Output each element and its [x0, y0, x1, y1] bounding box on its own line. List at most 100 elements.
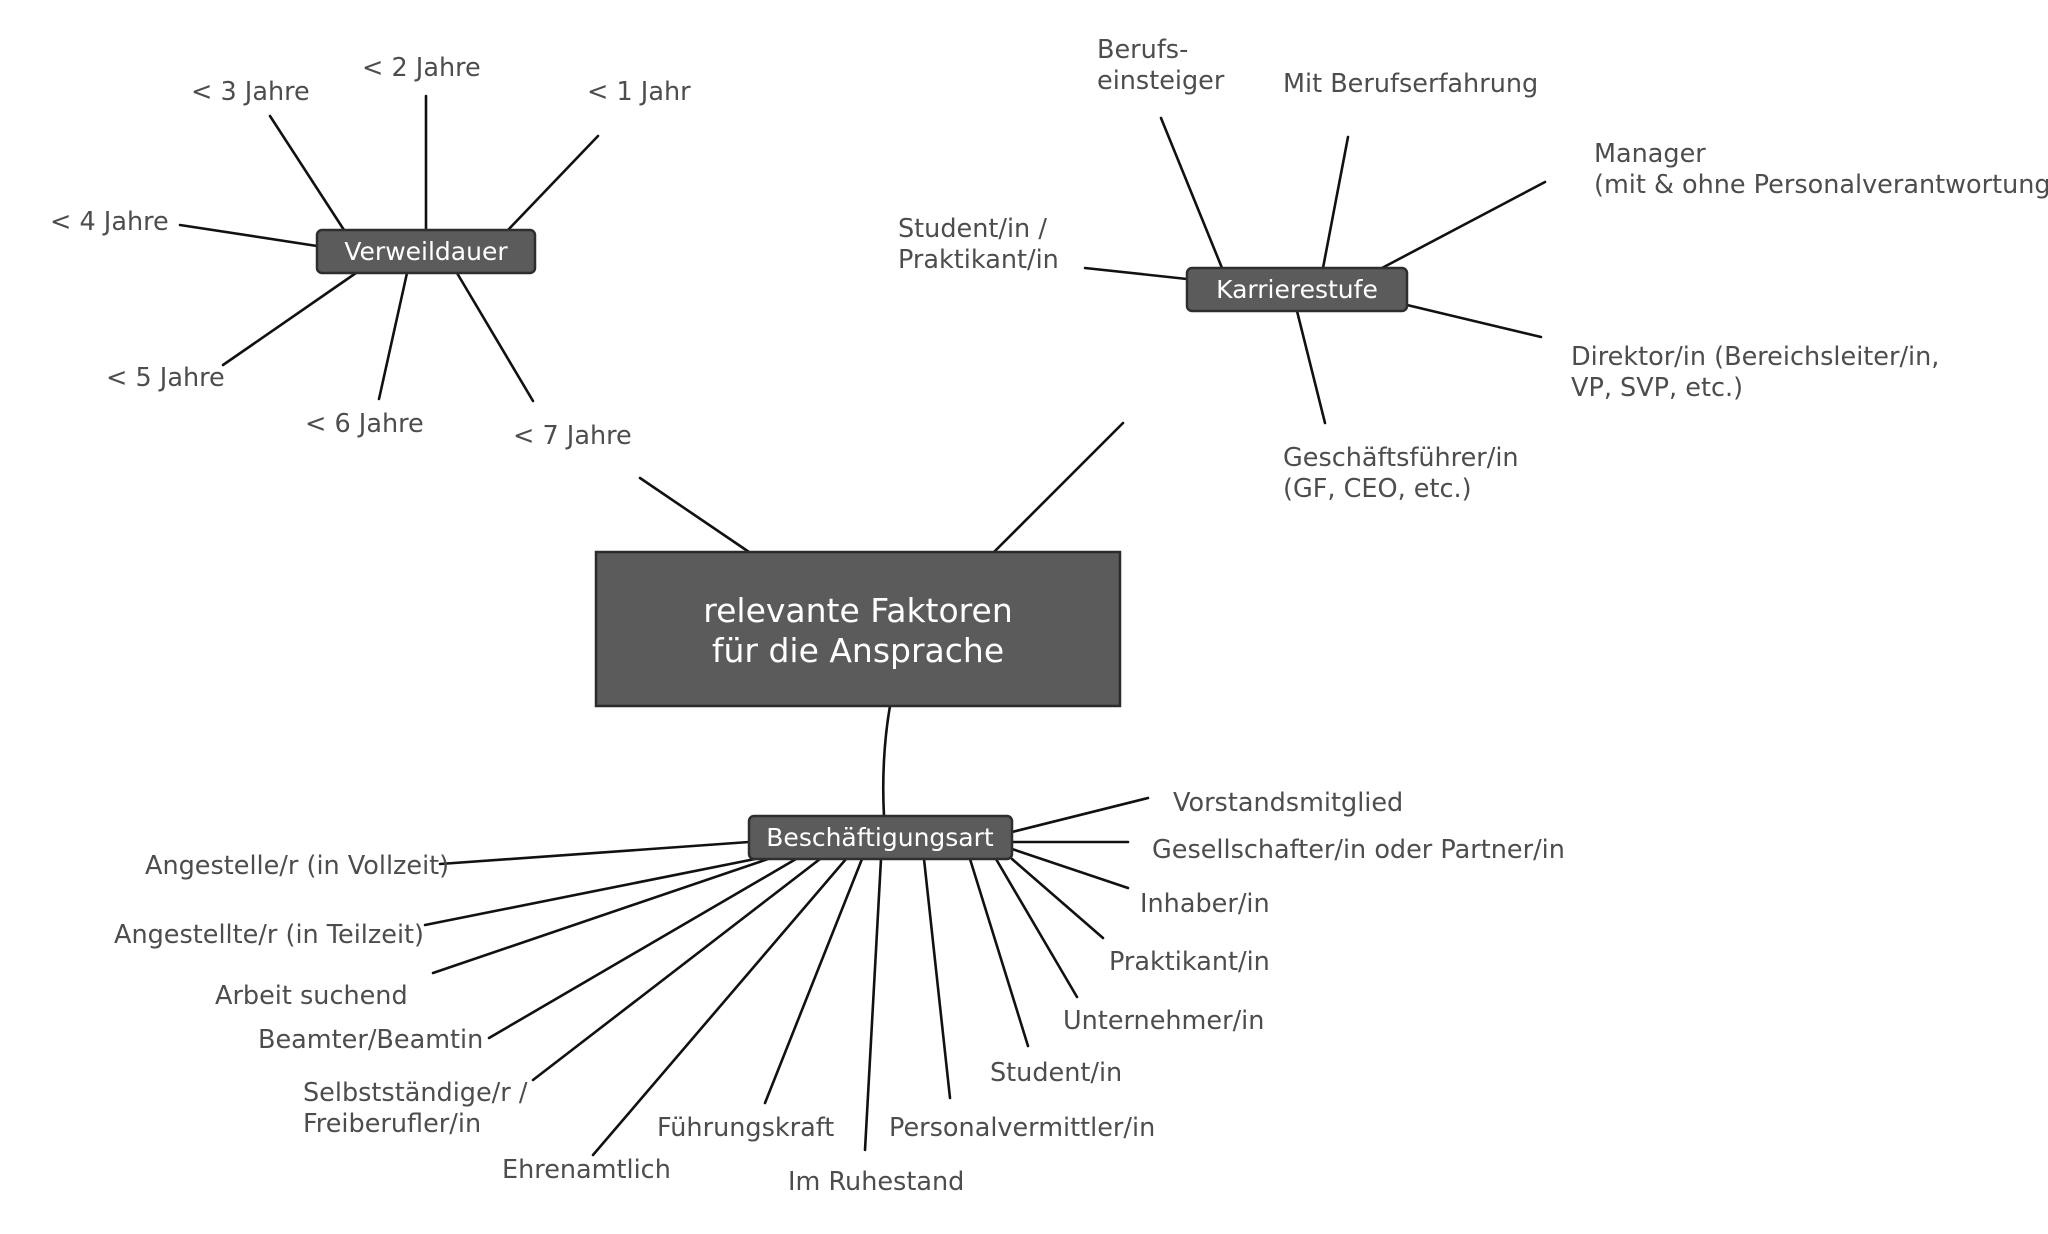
node-verweildauer-label: Verweildauer [344, 237, 508, 266]
leaf-verweildauer-2-line1: < 2 Jahre [362, 53, 481, 83]
leaf-beschaeftigungsart-2-line1: Angestellte/r (in Teilzeit) [114, 920, 424, 950]
leaf-karrierestufe-5-line1: Direktor/in (Bereichsleiter/in, [1571, 342, 1939, 372]
leaf-beschaeftigungsart-12-line1: Praktikant/in [1109, 947, 1270, 977]
connector-karrierestufe-3 [1380, 180, 1547, 270]
connector-beschaeftigungsart-6 [591, 857, 848, 1157]
leaf-karrierestufe-5-line2: VP, SVP, etc.) [1571, 373, 1743, 403]
center-label-line2: für die Ansprache [712, 631, 1004, 670]
leaf-verweildauer-1-line1: < 1 Jahr [587, 77, 691, 107]
connector-verweildauer-4 [178, 223, 319, 248]
leaf-verweildauer-5: < 5 Jahre [106, 363, 225, 393]
leaf-beschaeftigungsart-10-line1: Student/in [990, 1058, 1122, 1088]
connector-beschaeftigungsart-1 [438, 840, 751, 866]
leaf-beschaeftigungsart-11: Unternehmer/in [1063, 1006, 1264, 1036]
connector-karrierestufe-1 [1159, 116, 1224, 270]
branch-center-to-karrierestufe [992, 421, 1125, 554]
leaf-beschaeftigungsart-6-line1: Ehrenamtlich [502, 1155, 671, 1185]
leaf-karrierestufe-4-line2: Praktikant/in [898, 245, 1059, 275]
connector-beschaeftigungsart-15 [1010, 796, 1150, 834]
leaf-beschaeftigungsart-1-line1: Angestelle/r (in Vollzeit) [145, 851, 449, 881]
leaf-beschaeftigungsart-15-line1: Vorstandsmitglied [1173, 788, 1403, 818]
center-label-line1: relevante Faktoren [703, 591, 1013, 630]
leaf-karrierestufe-5: Direktor/in (Bereichsleiter/in,VP, SVP, … [1571, 342, 1939, 403]
connector-verweildauer-7 [455, 271, 535, 403]
leaf-beschaeftigungsart-5: Selbstständige/r /Freiberufler/in [303, 1078, 528, 1139]
leaf-beschaeftigungsart-5-line2: Freiberufler/in [303, 1109, 481, 1139]
leaf-beschaeftigungsart-14-line1: Gesellschafter/in oder Partner/in [1152, 835, 1565, 865]
node-karrierestufe: Karrierestufe [1185, 266, 1409, 313]
leaf-beschaeftigungsart-4-line1: Beamter/Beamtin [258, 1025, 483, 1055]
leaf-verweildauer-2: < 2 Jahre [362, 53, 481, 83]
leaf-karrierestufe-1: Berufs-einsteiger [1097, 35, 1225, 96]
branch-center-to-beschaeftigungsart [881, 704, 892, 818]
leaf-karrierestufe-6-line1: Geschäftsführer/in [1283, 443, 1519, 473]
leaf-verweildauer-5-line1: < 5 Jahre [106, 363, 225, 393]
connector-beschaeftigungsart-10 [968, 857, 1030, 1048]
leaf-karrierestufe-2: Mit Berufserfahrung [1283, 69, 1538, 99]
leaf-beschaeftigungsart-8-line1: Im Ruhestand [788, 1167, 964, 1197]
connector-beschaeftigungsart-11 [994, 857, 1079, 999]
leaf-beschaeftigungsart-3: Arbeit suchend [215, 981, 408, 1011]
leaf-beschaeftigungsart-11-line1: Unternehmer/in [1063, 1006, 1264, 1036]
leaf-karrierestufe-6: Geschäftsführer/in(GF, CEO, etc.) [1283, 443, 1519, 504]
leaf-verweildauer-1: < 1 Jahr [587, 77, 691, 107]
leaf-verweildauer-4-line1: < 4 Jahre [50, 207, 169, 237]
node-beschaeftigungsart-label: Beschäftigungsart [766, 823, 994, 852]
center-node: relevante Faktoren für die Ansprache [594, 550, 1122, 708]
leaf-beschaeftigungsart-7: Führungskraft [657, 1113, 834, 1143]
leaf-karrierestufe-4-line1: Student/in / [898, 214, 1047, 244]
leaf-verweildauer-7: < 7 Jahre [513, 421, 632, 451]
leaf-beschaeftigungsart-2: Angestellte/r (in Teilzeit) [114, 920, 424, 950]
leaf-karrierestufe-4: Student/in /Praktikant/in [898, 214, 1059, 275]
connector-beschaeftigungsart-7 [763, 857, 864, 1105]
leaf-verweildauer-6: < 6 Jahre [305, 409, 424, 439]
leaf-verweildauer-3: < 3 Jahre [191, 77, 310, 107]
connector-beschaeftigungsart-3 [431, 857, 770, 975]
connector-beschaeftigungsart-8 [863, 857, 883, 1152]
connectors [178, 94, 1547, 1157]
leaf-labels: < 1 Jahr < 2 Jahre < 3 Jahre < 4 Jahre < 5 J… [50, 35, 2048, 1197]
leaf-karrierestufe-3-line2: (mit & ohne Personalverantwortung) [1594, 170, 2048, 200]
node-verweildauer: Verweildauer [315, 228, 537, 275]
leaf-beschaeftigungsart-3-line1: Arbeit suchend [215, 981, 408, 1011]
connector-beschaeftigungsart-13 [1010, 847, 1130, 890]
leaf-beschaeftigungsart-4: Beamter/Beamtin [258, 1025, 483, 1055]
leaf-beschaeftigungsart-10: Student/in [990, 1058, 1122, 1088]
leaf-beschaeftigungsart-13-line1: Inhaber/in [1140, 889, 1270, 919]
connector-verweildauer-6 [377, 271, 409, 401]
connector-karrierestufe-6 [1295, 309, 1327, 425]
connector-verweildauer-1 [506, 134, 600, 232]
leaf-verweildauer-4: < 4 Jahre [50, 207, 169, 237]
connector-verweildauer-3 [268, 114, 346, 232]
connector-beschaeftigungsart-5 [531, 857, 822, 1082]
connector-beschaeftigungsart-9 [922, 857, 952, 1100]
leaf-karrierestufe-6-line2: (GF, CEO, etc.) [1283, 474, 1472, 504]
node-beschaeftigungsart: Beschäftigungsart [747, 814, 1014, 861]
leaf-beschaeftigungsart-12: Praktikant/in [1109, 947, 1270, 977]
connector-beschaeftigungsart-2 [423, 857, 757, 927]
leaf-beschaeftigungsart-6: Ehrenamtlich [502, 1155, 671, 1185]
leaf-karrierestufe-2-line1: Mit Berufserfahrung [1283, 69, 1538, 99]
branch-center-to-verweildauer [638, 476, 751, 554]
leaf-verweildauer-3-line1: < 3 Jahre [191, 77, 310, 107]
leaf-karrierestufe-1-line2: einsteiger [1097, 66, 1225, 96]
leaf-beschaeftigungsart-15: Vorstandsmitglied [1173, 788, 1403, 818]
leaf-karrierestufe-3: Manager(mit & ohne Personalverantwortung… [1594, 139, 2048, 200]
leaf-verweildauer-7-line1: < 7 Jahre [513, 421, 632, 451]
connector-verweildauer-5 [221, 271, 358, 367]
connector-karrierestufe-2 [1321, 135, 1350, 270]
connector-beschaeftigungsart-12 [1010, 857, 1105, 940]
leaf-karrierestufe-3-line1: Manager [1594, 139, 1706, 169]
leaf-beschaeftigungsart-7-line1: Führungskraft [657, 1113, 834, 1143]
leaf-beschaeftigungsart-9: Personalvermittler/in [889, 1113, 1155, 1143]
leaf-karrierestufe-1-line1: Berufs- [1097, 35, 1188, 65]
leaf-beschaeftigungsart-1: Angestelle/r (in Vollzeit) [145, 851, 449, 881]
leaf-beschaeftigungsart-5-line1: Selbstständige/r / [303, 1078, 528, 1108]
leaf-beschaeftigungsart-13: Inhaber/in [1140, 889, 1270, 919]
connector-beschaeftigungsart-4 [487, 857, 798, 1040]
leaf-beschaeftigungsart-9-line1: Personalvermittler/in [889, 1113, 1155, 1143]
node-karrierestufe-label: Karrierestufe [1216, 275, 1378, 304]
leaf-beschaeftigungsart-14: Gesellschafter/in oder Partner/in [1152, 835, 1565, 865]
